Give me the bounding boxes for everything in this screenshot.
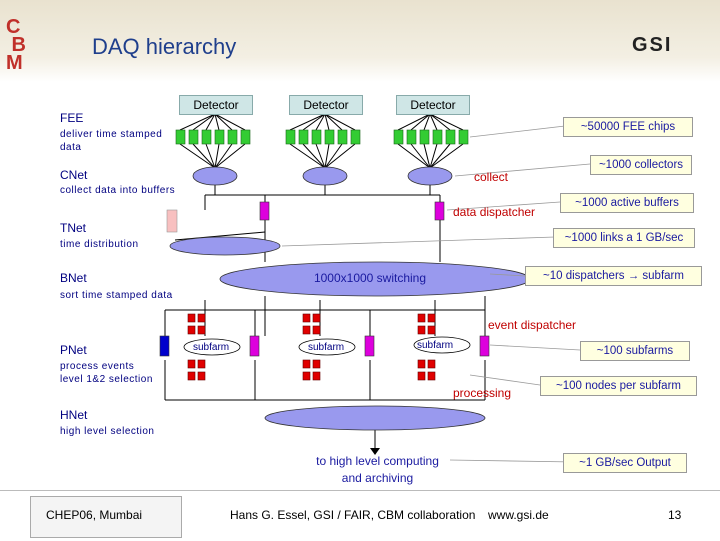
footer-page-number: 13 <box>668 508 682 522</box>
level-pnet-desc-1: process events <box>60 361 135 372</box>
slide-title: DAQ hierarchy <box>92 34 237 59</box>
subfarm-label: subfarm <box>308 342 345 353</box>
data-dispatcher-label: data dispatcher <box>453 205 536 219</box>
footer-venue: CHEP06, Mumbai <box>46 508 143 522</box>
detector-box: Detector <box>396 95 470 115</box>
callout-dispatchers: ~10 dispatchers → subfarm <box>525 266 702 286</box>
callout-links: ~1000 links a 1 GB/sec <box>553 228 695 248</box>
level-tnet-desc: time distribution <box>60 239 139 250</box>
level-fee-desc: deliver time stamped data <box>60 129 163 153</box>
output-label-2: and archiving <box>341 471 414 485</box>
level-cnet-desc: collect data into buffers <box>60 185 176 196</box>
level-fee-name: FEE <box>60 111 84 125</box>
output-label-1: to high level computing <box>316 454 439 468</box>
gsi-logo: GSI <box>632 34 673 56</box>
detector-box: Detector <box>289 95 363 115</box>
header-band <box>0 0 720 82</box>
subfarm-label: subfarm <box>417 340 454 351</box>
callout-buffers: ~1000 active buffers <box>560 193 694 213</box>
callout-nodes: ~100 nodes per subfarm <box>540 376 697 396</box>
footer-venue-box <box>30 496 182 538</box>
level-hnet-name: HNet <box>60 408 88 422</box>
level-tnet-name: TNet <box>60 221 87 235</box>
footer-author: Hans G. Essel, GSI / FAIR, CBM collabora… <box>230 508 476 522</box>
detector-box: Detector <box>179 95 253 115</box>
level-pnet-desc-2: level 1&2 selection <box>60 374 153 385</box>
level-bnet-desc: sort time stamped data <box>60 290 173 301</box>
level-bnet-name: BNet <box>60 271 87 285</box>
callout-fee-chips: ~50000 FEE chips <box>563 117 693 137</box>
level-hnet-desc: high level selection <box>60 426 155 437</box>
subfarm-label: subfarm <box>193 342 230 353</box>
callout-output: ~1 GB/sec Output <box>563 453 687 473</box>
collect-label: collect <box>474 170 509 184</box>
level-pnet-name: PNet <box>60 343 87 357</box>
event-dispatcher-label: event dispatcher <box>488 318 577 332</box>
processing-label: processing <box>453 386 512 400</box>
callout-subfarms: ~100 subfarms <box>580 341 690 361</box>
footer-bar <box>0 490 720 541</box>
footer-url[interactable]: www.gsi.de <box>488 508 549 522</box>
level-cnet-name: CNet <box>60 168 88 182</box>
callout-collectors: ~1000 collectors <box>590 155 692 175</box>
switching-label: 1000x1000 switching <box>313 271 427 285</box>
